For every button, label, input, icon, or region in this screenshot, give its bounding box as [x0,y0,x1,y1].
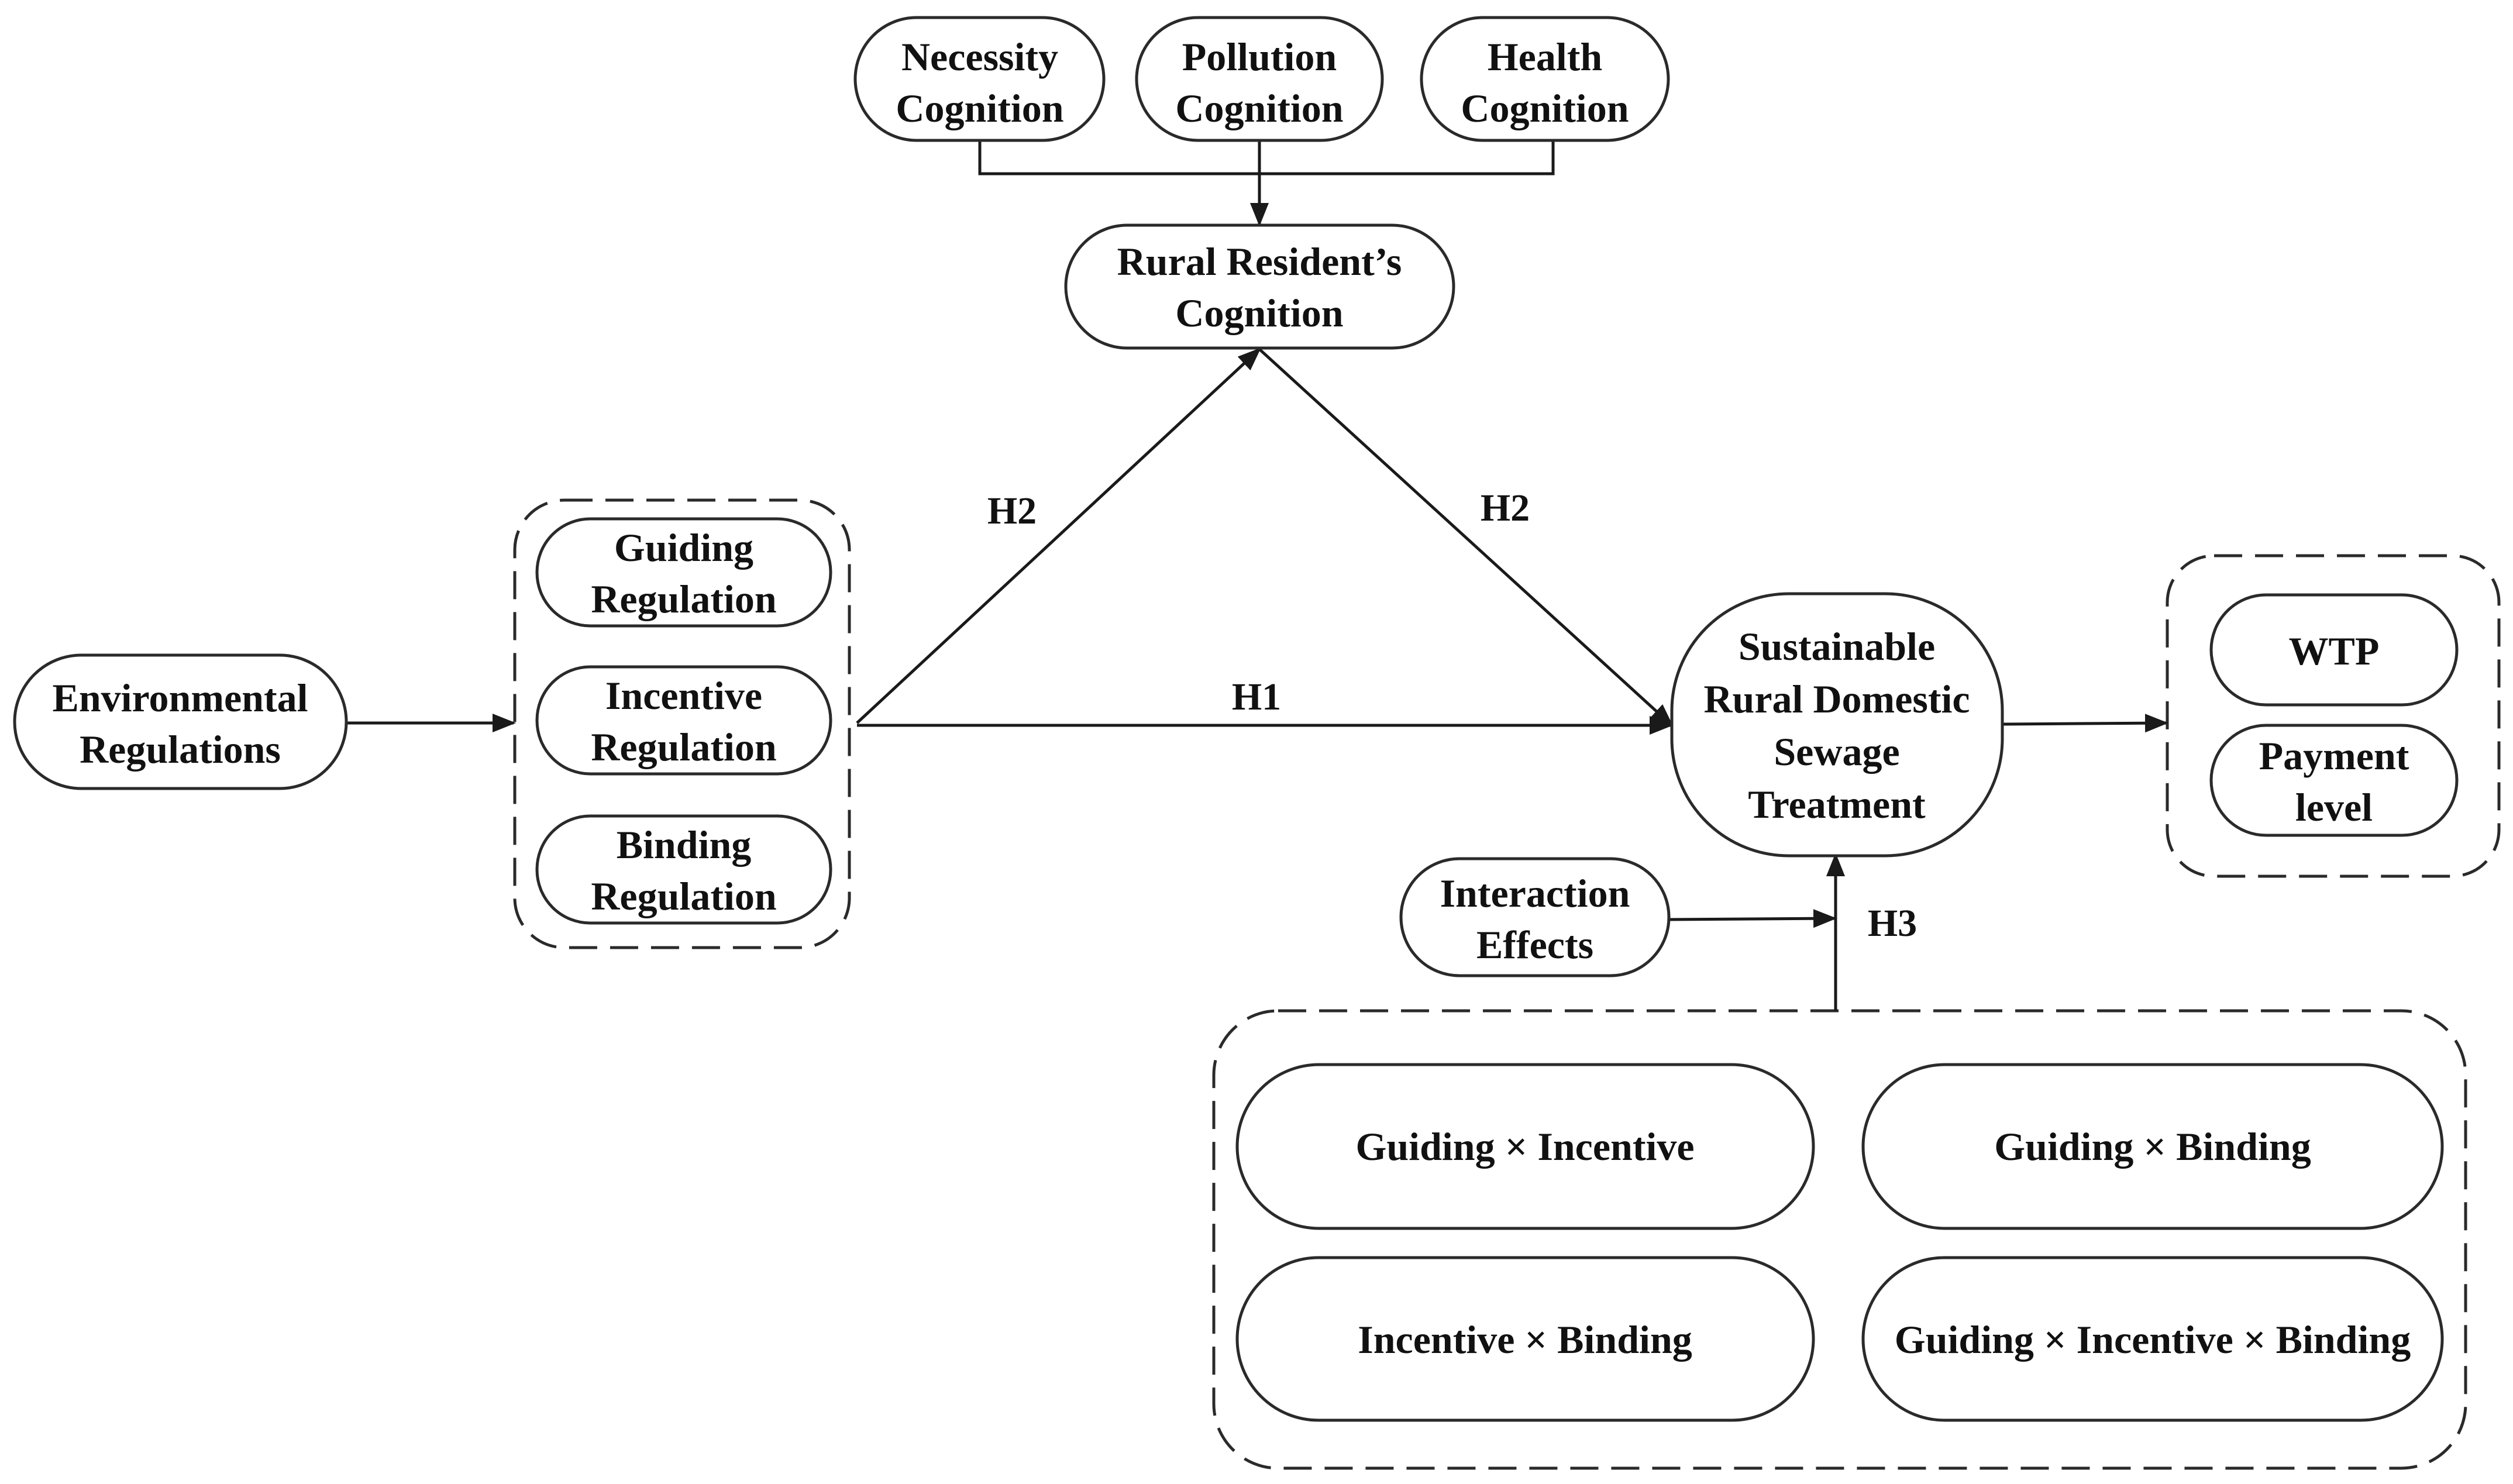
necessity-cognition-line1: Necessity [901,35,1058,79]
interaction-effects-line1: Interaction [1440,871,1630,915]
wtp-label: WTP [2289,629,2380,673]
guiding-regulation-line1: Guiding [614,525,753,570]
edge-label-h1: H1 [1232,676,1281,718]
sustainable-treatment-line3: Sewage [1774,729,1899,774]
health-cognition-node: Health Cognition [1420,16,1670,142]
necessity-cognition-node: Necessity Cognition [853,16,1106,142]
interaction-to-junction-arrow [1668,909,1837,928]
pollution-cognition-line2: Cognition [1175,86,1343,130]
health-cognition-line2: Cognition [1461,86,1629,130]
rural-resident-cognition-line2: Cognition [1175,291,1343,335]
sustainable-treatment-line2: Rural Domestic [1703,677,1970,721]
cognition-to-treatment-arrow [1258,348,1674,727]
interaction-effects-node: Interaction Effects [1399,857,1671,977]
incentive-x-binding-label: Incentive × Binding [1358,1317,1692,1362]
environmental-regulations-node: Environmental Regulations [13,653,348,790]
binding-regulation-node: Binding Regulation [535,814,832,925]
guiding-regulation-node: Guiding Regulation [535,517,832,628]
necessity-connector [978,140,1259,175]
treatment-to-payment-arrow [2002,714,2168,733]
incentive-regulation-node: Incentive Regulation [535,665,832,776]
incentive-regulation-line2: Regulation [591,725,776,769]
binding-regulation-line2: Regulation [591,874,776,918]
binding-regulation-line1: Binding [617,822,752,867]
payment-level-node: Payment level [2209,724,2459,837]
health-cognition-line1: Health [1488,35,1602,79]
necessity-cognition-line2: Cognition [896,86,1063,130]
guiding-x-incentive-x-binding-node: Guiding × Incentive × Binding [1861,1256,2444,1422]
sustainable-treatment-line1: Sustainable [1739,624,1935,669]
sustainable-sewage-treatment-node: Sustainable Rural Domestic Sewage Treatm… [1670,592,2004,858]
payment-level-line2: level [2295,785,2373,829]
guiding-regulation-line2: Regulation [591,577,776,621]
guiding-x-binding-label: Guiding × Binding [1994,1124,2311,1169]
wtp-node: WTP [2209,593,2459,707]
environmental-regulations-line2: Regulations [80,727,281,772]
pollution-cognition-line1: Pollution [1182,35,1337,79]
guiding-x-incentive-node: Guiding × Incentive [1235,1063,1815,1230]
guiding-x-incentive-x-binding-label: Guiding × Incentive × Binding [1895,1317,2411,1362]
sustainable-treatment-line4: Treatment [1748,782,1926,827]
interaction-effects-line2: Effects [1476,922,1593,967]
pollution-cognition-node: Pollution Cognition [1135,16,1384,142]
payment-level-line1: Payment [2259,734,2409,778]
environmental-regulations-line1: Environmental [52,676,308,720]
guiding-x-incentive-label: Guiding × Incentive [1355,1124,1694,1169]
guiding-x-binding-node: Guiding × Binding [1861,1063,2444,1230]
rural-resident-cognition-node: Rural Resident’s Cognition [1064,223,1455,350]
edge-label-h2-left: H2 [987,490,1037,532]
regulations-to-cognition-arrow [856,347,1261,724]
edge-label-h2-right: H2 [1481,487,1530,529]
edge-label-h3: H3 [1868,902,1917,945]
incentive-x-binding-node: Incentive × Binding [1235,1256,1815,1422]
interaction-terms-group [1212,1009,2467,1470]
rural-resident-cognition-line1: Rural Resident’s [1117,239,1402,284]
health-connector [1259,140,1555,175]
incentive-regulation-line1: Incentive [605,673,762,718]
